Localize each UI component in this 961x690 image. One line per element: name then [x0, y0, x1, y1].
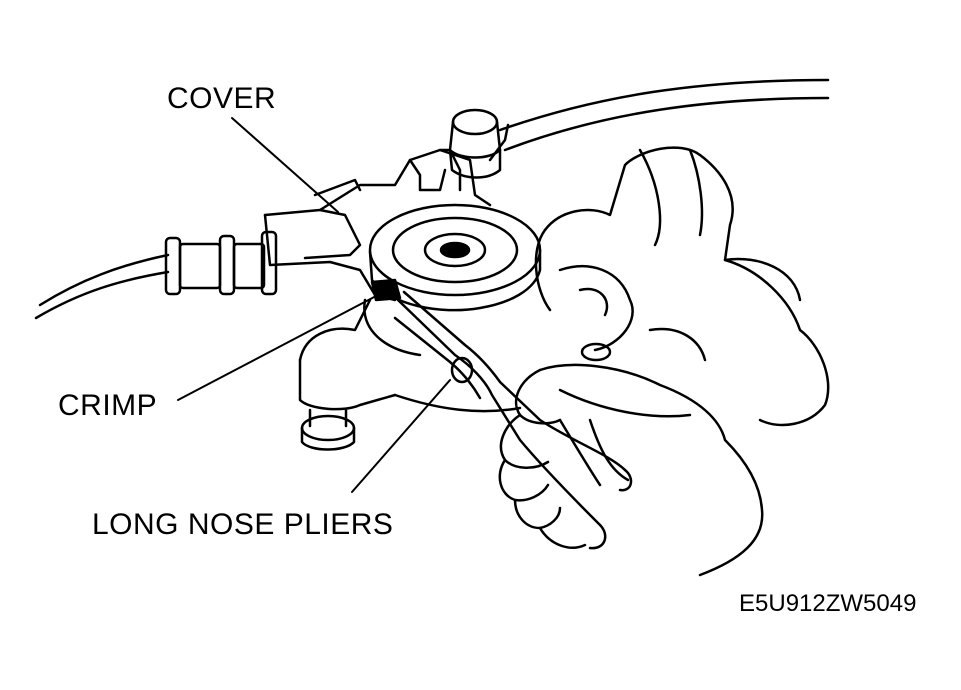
- crimp-label: CRIMP: [58, 389, 158, 422]
- hose-lines: [34, 78, 830, 320]
- gloved-hand: [498, 363, 764, 577]
- top-hose-fitting: [448, 108, 510, 179]
- long-nose-pliers-label: LONG NOSE PLIERS: [92, 508, 394, 541]
- figure-code: E5U912ZW5049: [739, 590, 917, 617]
- housing-body: [534, 146, 830, 427]
- mount-bracket: [298, 298, 522, 451]
- cover-label: COVER: [167, 82, 277, 115]
- release-bearing: [363, 203, 542, 357]
- callout-leaders: [177, 117, 451, 493]
- left-hose-fitting: [164, 230, 278, 296]
